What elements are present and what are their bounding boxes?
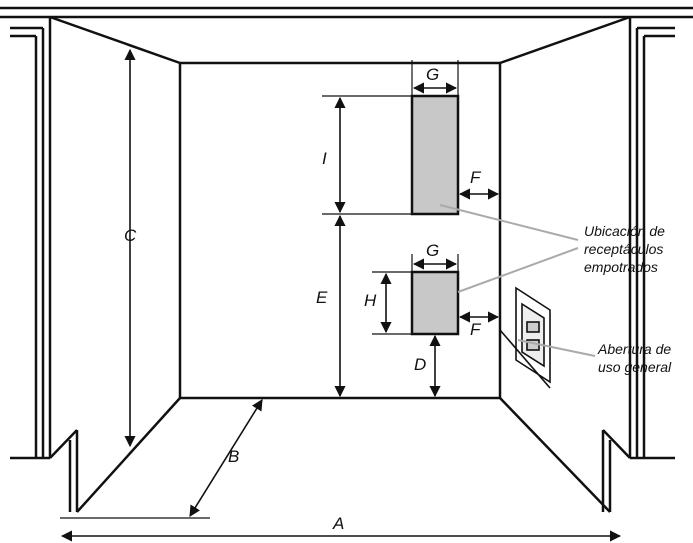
label-b: B xyxy=(228,447,239,466)
receptacle-upper xyxy=(410,94,460,216)
label-g-lower: G xyxy=(426,241,439,260)
extension-lines xyxy=(60,60,459,519)
label-f-upper: F xyxy=(470,168,482,187)
callout-recessed-line3: empotrados xyxy=(584,259,658,275)
label-d: D xyxy=(414,355,426,374)
callout-general-line1: Abertura de xyxy=(597,341,671,357)
callout-leaders xyxy=(439,204,596,357)
dimension-arrows xyxy=(60,48,622,542)
general-outlet xyxy=(499,286,551,389)
label-f-lower: F xyxy=(470,320,482,339)
callout-general-line2: uso general xyxy=(598,359,672,375)
dim-b-arrow xyxy=(189,399,263,517)
label-e: E xyxy=(316,288,328,307)
label-c: C xyxy=(124,226,137,245)
left-doorframe xyxy=(10,17,79,512)
callout-recessed-line1: Ubicación de xyxy=(584,223,665,239)
right-doorframe xyxy=(601,17,675,512)
room-outline xyxy=(49,15,631,513)
callout-recessed-line2: receptáculos xyxy=(584,241,663,257)
label-a: A xyxy=(332,514,344,533)
receptacle-lower xyxy=(410,270,460,336)
ceiling-edge xyxy=(0,6,693,19)
label-i: I xyxy=(322,149,327,168)
label-g-upper: G xyxy=(426,65,439,84)
label-h: H xyxy=(364,291,377,310)
